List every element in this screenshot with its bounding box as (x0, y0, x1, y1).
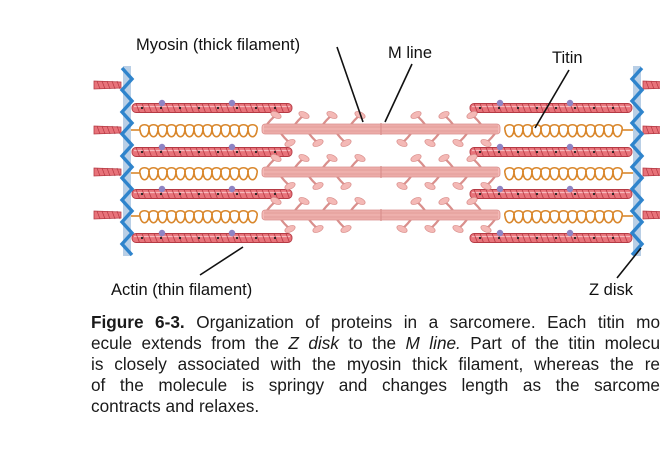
label-myosin-text: Myosin (thick filament) (136, 36, 300, 54)
actin-left-2 (131, 185, 293, 199)
caption-line-2c: Part of the titin molecu (460, 333, 660, 353)
label-titin: Titin (534, 49, 583, 129)
outer-actin-left-1 (93, 125, 122, 135)
actin-right-0 (469, 99, 633, 113)
outer-actin-right-2 (642, 167, 660, 177)
z-disk-right (629, 66, 645, 257)
outer-actin-right-3 (642, 210, 660, 220)
titin-right-spring-2 (504, 209, 623, 224)
caption-line-4: of the molecule is springy and changes l… (91, 375, 660, 395)
caption-term-m-line: M line. (405, 333, 461, 353)
label-titin-leader (534, 69, 570, 129)
label-m-line-text: M line (388, 44, 432, 62)
label-z-disk: Z disk (589, 247, 642, 299)
figure-caption: Figure 6-3. Organization of proteins in … (91, 312, 660, 417)
caption-line-2b: to the (338, 333, 406, 353)
titin-left-spring-1 (139, 166, 258, 181)
outer-actin-left-3 (93, 210, 122, 220)
caption-figure-number: Figure 6-3. (91, 312, 185, 332)
titin-left-spring-0 (139, 123, 258, 138)
label-actin-text: Actin (thin filament) (111, 281, 252, 299)
outer-actin-left-0 (93, 80, 122, 90)
actin-right-1 (469, 143, 633, 157)
myosin-filament-1 (261, 154, 501, 190)
sarcomere-diagram: Myosin (thick filament) M line Titin Act… (93, 36, 660, 299)
myosin-filament-2 (261, 197, 501, 233)
outer-actin-left-2 (93, 167, 122, 177)
label-titin-text: Titin (552, 49, 583, 67)
label-actin-leader (199, 246, 244, 276)
caption-line-1: Figure 6-3. Organization of proteins in … (91, 312, 660, 333)
actin-right-3 (469, 229, 633, 243)
actin-right-2 (469, 185, 633, 199)
caption-term-z-disk: Z disk (288, 333, 339, 353)
outer-actin-right-0 (642, 80, 660, 90)
caption-line-2a: ecule extends from the (91, 333, 289, 353)
caption-line-2: ecule extends from the Z disk to the M l… (91, 333, 660, 354)
myosin-filament-0 (261, 111, 501, 147)
label-myosin-leader (336, 46, 364, 123)
outer-actin-right-1 (642, 125, 660, 135)
label-z-disk-leader (616, 247, 642, 279)
z-disk-left (119, 66, 135, 257)
caption-line-5: contracts and relaxes. (91, 396, 260, 416)
label-m-line-leader (384, 63, 413, 123)
actin-left-1 (131, 143, 293, 157)
label-m-line: M line (384, 44, 432, 123)
titin-left-spring-2 (139, 209, 258, 224)
actin-left-0 (131, 99, 293, 113)
label-myosin: Myosin (thick filament) (136, 36, 364, 123)
titin-right-spring-1 (504, 166, 623, 181)
label-actin: Actin (thin filament) (111, 246, 252, 299)
actin-left-3 (131, 229, 293, 243)
label-z-disk-text: Z disk (589, 281, 634, 299)
titin-right-spring-0 (504, 123, 623, 138)
caption-line-1-text: Organization of proteins in a sarcomere.… (184, 312, 660, 332)
caption-line-3: is closely associated with the myosin th… (91, 354, 660, 374)
